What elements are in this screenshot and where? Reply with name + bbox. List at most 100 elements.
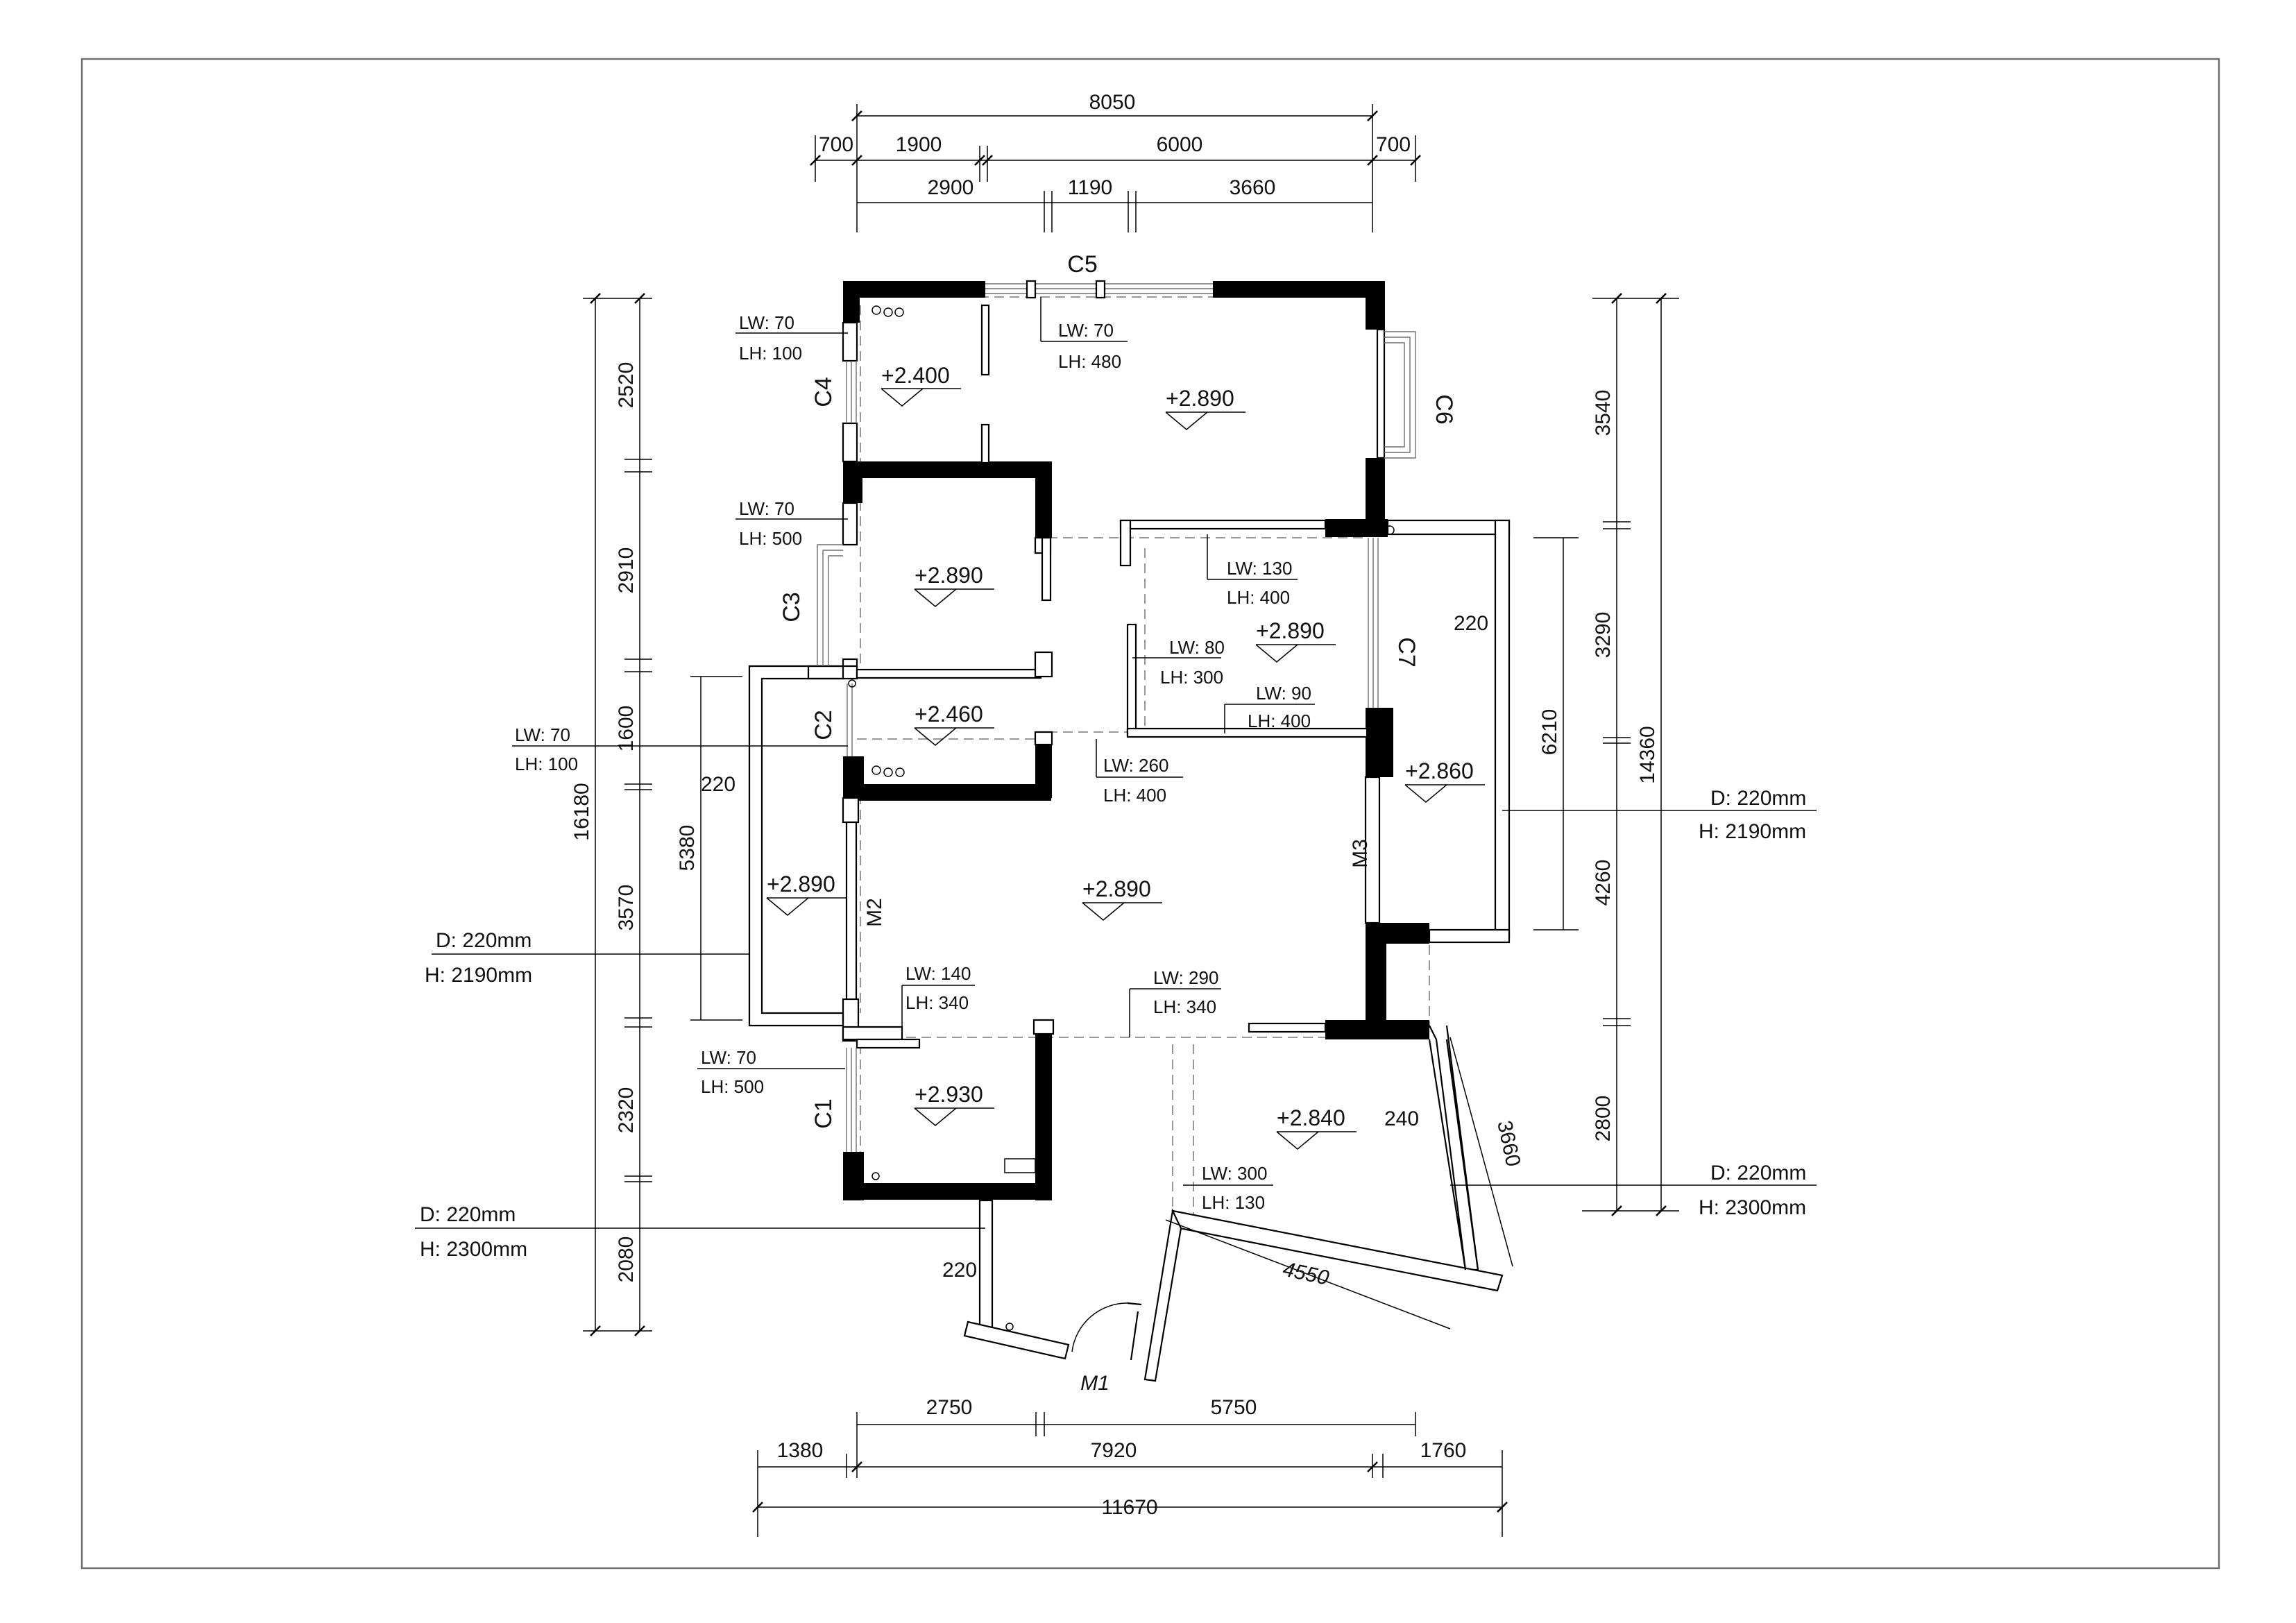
top-dimension: 2900 <box>928 176 974 199</box>
beam-label: LW: 70 LH: 500 <box>697 1047 845 1097</box>
level-marker: +2.890 <box>766 872 847 916</box>
beam-height: LH: 400 <box>1103 785 1166 806</box>
balcony-width: 4550 <box>1281 1258 1331 1290</box>
level-value: +2.840 <box>1277 1105 1345 1130</box>
right-dimensions: 3540 3290 4260 2800 14360 6210 <box>1533 298 1679 1212</box>
opening-spec-right-upper: D: 220mm H: 2190mm <box>1502 787 1817 843</box>
opening-spec-left: D: 220mm H: 2190mm <box>425 929 749 987</box>
bottom-dimension: 7920 <box>1091 1439 1137 1462</box>
beam-label: LW: 300 LH: 130 <box>1183 1163 1273 1213</box>
opening-height: H: 2190mm <box>425 964 532 987</box>
beam-width: LW: 140 <box>905 963 971 984</box>
beam-width: LW: 70 <box>515 724 570 745</box>
window-tag-c1: C1 <box>810 1098 837 1128</box>
opening-spec-right-lower: D: 220mm H: 2300mm <box>1450 1162 1817 1219</box>
level-marker: +2.890 <box>914 563 994 607</box>
opening-depth: D: 220mm <box>1710 1162 1806 1184</box>
left-dimension: 3570 <box>615 885 638 931</box>
beam-label: LW: 70 LH: 100 <box>512 724 848 774</box>
left-dimension: 2320 <box>615 1087 638 1134</box>
windows <box>817 280 1416 1152</box>
level-marker: +2.840 <box>1276 1105 1357 1150</box>
top-dimensions: 8050 700 1900 6000 700 2900 1190 3660 <box>815 91 1416 232</box>
right-dimension: 3540 <box>1592 390 1615 436</box>
left-bay-wall <box>748 665 844 1027</box>
beam-width: LW: 290 <box>1153 967 1218 988</box>
left-dimension: 2520 <box>615 362 638 409</box>
dimension-ticks <box>590 110 1667 1513</box>
beam-height: LH: 500 <box>739 528 802 549</box>
beam-height: LH: 500 <box>701 1076 764 1097</box>
beam-height: LH: 300 <box>1160 667 1223 688</box>
left-dimension: 2910 <box>615 547 638 594</box>
level-marker: +2.890 <box>1255 618 1336 663</box>
right-dimension: 2800 <box>1592 1096 1615 1142</box>
beam-label: LW: 260 LH: 400 <box>1096 739 1183 806</box>
beam-height: LH: 400 <box>1227 587 1290 608</box>
sheet-border <box>80 58 2220 1570</box>
beam-label: LW: 290 LH: 340 <box>1129 967 1221 1037</box>
bottom-dimension: 2750 <box>926 1396 973 1419</box>
beam-width: LW: 90 <box>1256 683 1311 704</box>
beam-height: LH: 340 <box>905 992 969 1013</box>
window-tag-c4: C4 <box>810 377 837 407</box>
left-dimensions: 16180 2520 2910 1600 3570 2320 2080 5380 <box>570 298 742 1332</box>
right-inner-dimension: 6210 <box>1538 709 1561 756</box>
top-dimension: 1900 <box>896 133 942 156</box>
bottom-dimension: 1760 <box>1420 1439 1467 1462</box>
right-dimension: 3290 <box>1592 612 1615 658</box>
level-value: +2.460 <box>915 702 983 726</box>
window-c3 <box>817 544 843 666</box>
beam-width: LW: 300 <box>1202 1163 1267 1184</box>
beam-width: LW: 70 <box>739 498 794 519</box>
right-overall-dimension: 14360 <box>1636 726 1659 783</box>
bottom-dimension: 1380 <box>777 1439 824 1462</box>
bottom-overall-dimension: 11670 <box>1101 1496 1157 1519</box>
level-marker: +2.930 <box>914 1082 994 1126</box>
level-value: +2.930 <box>915 1082 983 1107</box>
opening-height: H: 2300mm <box>1699 1196 1806 1219</box>
beam-height: LH: 480 <box>1058 351 1121 372</box>
beam-width: LW: 70 <box>739 312 794 333</box>
level-marker: +2.860 <box>1404 758 1485 803</box>
top-dimension: 3660 <box>1230 176 1276 199</box>
door-tag-m2: M2 <box>863 898 886 927</box>
bottom-dimension: 5750 <box>1211 1396 1257 1419</box>
window-tag-c7: C7 <box>1393 637 1420 667</box>
beam-width: LW: 80 <box>1169 637 1225 658</box>
level-marker: +2.890 <box>1082 876 1162 921</box>
opening-spec-left-lower: D: 220mm H: 2300mm <box>415 1203 985 1261</box>
opening-specs: D: 220mm H: 2190mm D: 220mm H: 2190mm D:… <box>415 787 1817 1261</box>
level-value: +2.890 <box>1166 386 1234 411</box>
beam-height: LH: 400 <box>1248 711 1311 731</box>
entrance-wall <box>963 1199 1142 1361</box>
beam-height: LH: 340 <box>1153 996 1216 1017</box>
left-overall-dimension: 16180 <box>570 783 593 840</box>
balcony-depth: 3660 <box>1493 1119 1524 1169</box>
window-tag-c5: C5 <box>1067 251 1097 278</box>
beam-width: LW: 130 <box>1227 558 1292 579</box>
opening-depth: D: 220mm <box>1710 787 1806 810</box>
level-marker: +2.400 <box>881 363 961 407</box>
beam-width: LW: 70 <box>701 1047 756 1068</box>
beam-label: LW: 130 LH: 400 <box>1207 534 1298 608</box>
window-tag-c3: C3 <box>779 592 805 622</box>
level-markers: +2.400 +2.890 +2.890 +2.460 +2.890 +2.86… <box>766 363 1485 1150</box>
level-value: +2.400 <box>881 363 950 388</box>
window-c7 <box>1368 538 1379 708</box>
beam-height: LH: 100 <box>515 754 578 774</box>
left-dimension: 2080 <box>615 1237 638 1283</box>
opening-depth: D: 220mm <box>420 1203 516 1226</box>
top-dimension: 700 <box>1376 133 1411 156</box>
fixtures <box>848 305 1395 1180</box>
level-value: +2.860 <box>1405 758 1474 783</box>
door-tag-m1: M1 <box>1080 1372 1109 1395</box>
beam-label: LW: 140 LH: 340 <box>901 963 975 1037</box>
wall-thickness: 220 <box>701 773 735 796</box>
beam-label: LW: 70 LH: 100 <box>735 312 848 364</box>
window-c6 <box>1384 331 1416 459</box>
level-marker: +2.890 <box>1165 386 1245 430</box>
top-dimension: 1190 <box>1068 176 1113 199</box>
opening-depth: D: 220mm <box>436 929 532 952</box>
